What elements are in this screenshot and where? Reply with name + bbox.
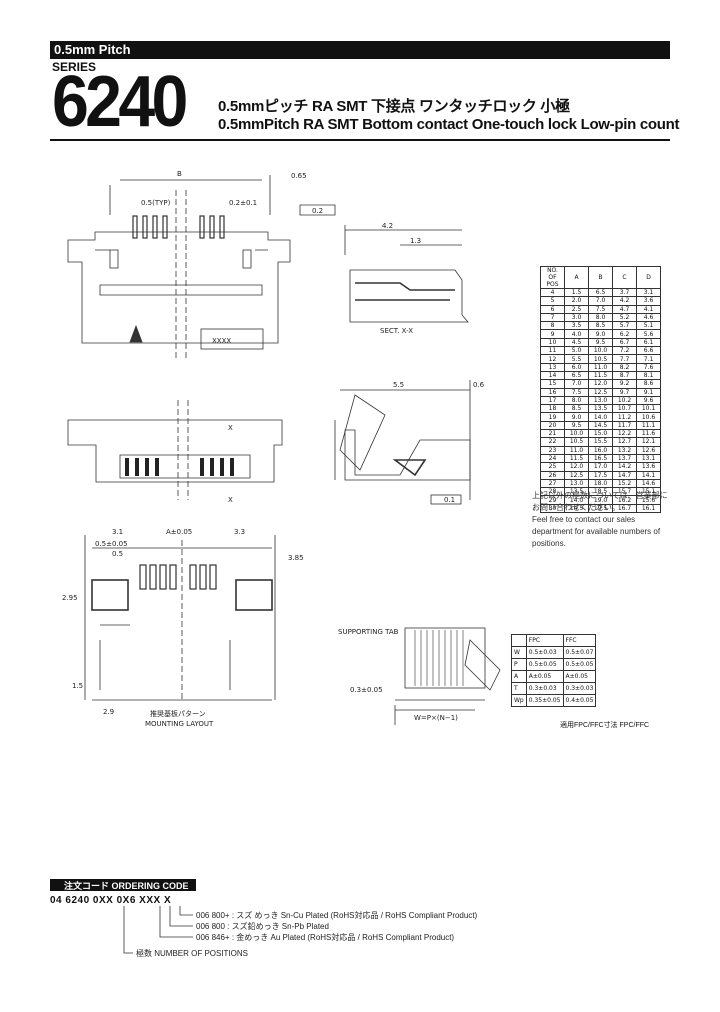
supporting-tab: SUPPORTING TAB <box>338 628 399 636</box>
ordering-code: 04 6240 0XX 0X6 XXX X <box>50 895 172 906</box>
model-number: 6240 <box>52 62 188 142</box>
fpc-caption-jp: 適用FPC/FFC寸法 <box>560 722 618 729</box>
mounting-layout: MOUNTING LAYOUT <box>145 720 214 728</box>
ordering-title-bar: 注文コード ORDERING CODE <box>50 879 196 891</box>
pitch-label: 0.5mm Pitch <box>54 42 131 57</box>
dim-13: 1.3 <box>410 237 421 245</box>
dim-05: 0.5 <box>112 550 123 558</box>
positions-header-cell: D <box>636 266 661 289</box>
fpc-cell: Wp <box>511 694 527 707</box>
fpc-caption-en: FPC/FFC <box>619 722 650 729</box>
dim-55: 5.5 <box>393 381 404 389</box>
x-mark-top: X <box>228 424 233 432</box>
dim-295: 2.95 <box>62 594 78 602</box>
w-pitch: W=P×(N−1) <box>414 714 458 722</box>
mounting-layout-jp: 推奨基板パターン <box>150 709 206 718</box>
title-jp: 0.5mmピッチ RA SMT 下接点 ワンタッチロック 小極 <box>218 98 570 115</box>
dim-06: 0.6 <box>473 381 485 389</box>
fpc-cell: 0.4±0.05 <box>562 694 597 707</box>
ordering-option-3: 006 846+ : 金めっき Au Plated (RoHS対応品 / RoH… <box>196 933 455 942</box>
dim-42: 4.2 <box>382 222 393 230</box>
note-en: Feel free to contact our sales departmen… <box>532 515 661 548</box>
dim-03: 0.3±0.05 <box>350 686 383 694</box>
ordering-title: 注文コード ORDERING CODE <box>64 881 189 891</box>
dim-05b: 0.5±0.05 <box>95 540 128 548</box>
dim-065: 0.65 <box>291 172 307 180</box>
header-rule <box>50 139 670 141</box>
dim-b: B <box>177 170 182 178</box>
availability-note: 上記以外の極数については、営業部にお問い合わせください。 Feel free t… <box>532 490 672 550</box>
flatness: 0.2 <box>312 207 323 215</box>
fpc-caption: 適用FPC/FFC寸法 FPC/FFC <box>560 720 649 730</box>
series-label: SERIES <box>52 60 97 74</box>
header-bar: 0.5mm Pitch <box>50 41 670 59</box>
dim-02: 0.2±0.1 <box>229 199 257 207</box>
xxxx-mark: XXXX <box>212 337 231 345</box>
positions-cell: 16.1 <box>636 503 661 514</box>
dim-29: 2.9 <box>103 708 114 716</box>
dim-15: 1.5 <box>72 682 83 690</box>
dim-a005: A±0.05 <box>166 528 192 536</box>
sect-xx: SECT. X-X <box>380 327 413 335</box>
dim-05-typ: 0.5(TYP) <box>141 199 171 207</box>
ordering-option-1: 006 800+ : スズ めっき Sn-Cu Plated (RoHS対応品 … <box>196 911 478 920</box>
dim-33: 3.3 <box>234 528 245 536</box>
dim-385: 3.85 <box>288 554 304 562</box>
title-en: 0.5mmPitch RA SMT Bottom contact One-tou… <box>218 116 680 133</box>
dim-31: 3.1 <box>112 528 123 536</box>
dim-01: 0.1 <box>444 496 455 504</box>
note-jp: 上記以外の極数については、営業部にお問い合わせください。 <box>532 491 668 512</box>
x-mark-bottom: X <box>228 496 233 504</box>
positions-note: 極数 NUMBER OF POSITIONS <box>136 949 249 958</box>
ordering-option-2: 006 800 : スズ鉛めっき Sn-Pb Plated <box>196 922 329 931</box>
